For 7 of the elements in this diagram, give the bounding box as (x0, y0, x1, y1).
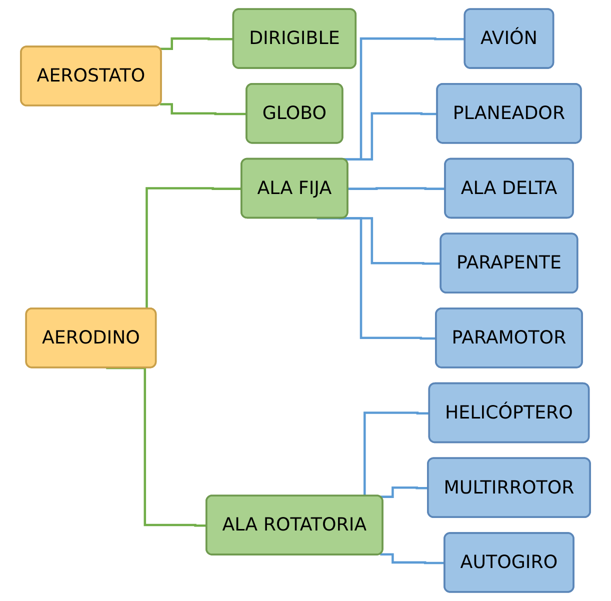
connector (106, 366, 207, 527)
connector (160, 103, 248, 116)
connector (380, 486, 428, 498)
connector (316, 217, 436, 340)
connector (348, 187, 446, 190)
connector (160, 37, 234, 50)
connector (380, 553, 445, 564)
